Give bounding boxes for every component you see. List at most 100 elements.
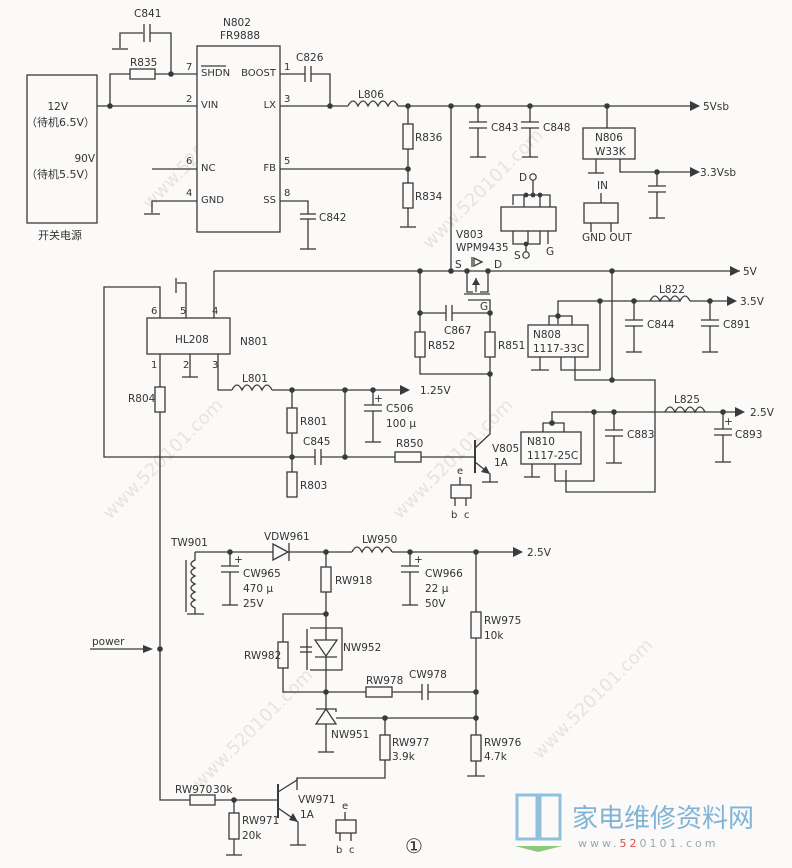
rw977-resistor <box>379 734 391 761</box>
watermark-text: www.520101.com <box>189 665 318 794</box>
n802-pin-name: SS <box>263 195 276 206</box>
vw971-pkg-e: e <box>342 801 348 812</box>
c843-label: C843 <box>491 122 518 134</box>
nw952-led <box>313 639 339 658</box>
v805-pkg-e: e <box>457 466 463 477</box>
n802-ic <box>196 45 281 233</box>
mosfet-pkg-g: G <box>546 246 554 258</box>
c848-label: C848 <box>543 122 570 134</box>
n802-pin-name: BOOST <box>241 68 277 79</box>
c891-label: C891 <box>723 319 750 331</box>
rail-5v: 5V <box>743 266 758 278</box>
rail-2v5-b: 2.5V <box>527 547 552 559</box>
r803-resistor <box>286 471 298 498</box>
cw966-label: CW966 <box>425 568 463 580</box>
r852-label: R852 <box>428 340 455 352</box>
rw975-resistor <box>470 611 482 639</box>
r834-label: R834 <box>415 191 443 203</box>
rw975-value: 10k <box>484 630 504 642</box>
c845-label: C845 <box>303 436 330 448</box>
logo-cn-text: 家电维修资料网 <box>572 804 754 834</box>
c867-label: C867 <box>444 325 471 337</box>
n808-part: 1117-33C <box>533 343 584 355</box>
l801-inductor <box>231 384 273 392</box>
ps-out2-label: 90V <box>74 153 95 165</box>
book-icon <box>515 793 539 841</box>
ps-out2-standby: （待机5.5V） <box>26 167 95 181</box>
n801-pin: 2 <box>183 360 189 371</box>
logo-url-red: 52 <box>619 837 639 850</box>
l822-label: L822 <box>659 284 685 296</box>
vw971-package <box>335 819 357 834</box>
r851-label: R851 <box>498 340 525 352</box>
c893-plus: + <box>724 416 733 428</box>
n806-package <box>583 202 619 224</box>
rw971-resistor <box>228 812 240 840</box>
l806-inductor <box>347 100 399 108</box>
n806-ref: N806 <box>595 132 623 144</box>
c893-label: C893 <box>735 429 762 441</box>
cw965-value2: 25V <box>243 598 264 610</box>
v805-pkg-b: b <box>451 510 457 521</box>
n806-pin-in: IN <box>597 180 608 192</box>
n801-pin: 3 <box>212 360 218 371</box>
vdw961-label: VDW961 <box>264 531 310 543</box>
nw951-zener <box>314 707 338 725</box>
mosfet-package <box>500 206 557 232</box>
nw951-label: NW951 <box>331 729 369 741</box>
figure-number: ① <box>405 834 423 858</box>
rw978-resistor <box>365 686 393 698</box>
n802-pin-num: 3 <box>284 94 290 105</box>
rw982-label: RW982 <box>244 650 281 662</box>
n806-ic <box>582 127 636 160</box>
logo-url: www.520101.com <box>578 837 718 850</box>
r835-label: R835 <box>130 57 157 69</box>
r801-label: R801 <box>300 416 327 428</box>
n801-pin: 6 <box>151 306 157 317</box>
rw976-value: 4.7k <box>484 751 508 763</box>
rw978-label: RW978 <box>366 675 403 687</box>
r850-label: R850 <box>396 438 423 450</box>
n801-ref: N801 <box>240 336 268 348</box>
tw901-label: TW901 <box>170 537 208 549</box>
rw977-value: 3.9k <box>392 751 416 763</box>
r804-label: R804 <box>128 393 156 405</box>
n802-pin-name: VIN <box>201 100 218 111</box>
r850-resistor <box>394 451 422 463</box>
n802-pin-name: FB <box>263 163 276 174</box>
lw950-inductor <box>351 546 393 554</box>
rw977-label: RW977 <box>392 737 429 749</box>
cw965-plus: + <box>234 554 243 566</box>
r851-resistor <box>484 331 496 358</box>
n801-pin: 1 <box>151 360 157 371</box>
rail-5vsb: 5Vsb <box>703 101 729 113</box>
mosfet-pkg-d: D <box>519 172 527 184</box>
n806-part: W33K <box>595 146 627 158</box>
v805-value: 1A <box>494 457 509 469</box>
vw971-pkg-c: c <box>349 845 355 856</box>
c844-label: C844 <box>647 319 675 331</box>
lw950-label: LW950 <box>362 534 397 546</box>
cw966-value1: 22 µ <box>425 583 449 595</box>
vdw961-diode <box>272 542 290 562</box>
r852-resistor <box>414 331 426 358</box>
n802-pin-num: 8 <box>284 188 290 199</box>
r835-resistor <box>129 68 156 80</box>
r803-label: R803 <box>300 480 327 492</box>
c826-label: C826 <box>296 52 324 64</box>
site-logo: 家电维修资料网 www.520101.com <box>515 793 754 852</box>
c506-plus: + <box>374 393 383 405</box>
power-supply-box <box>26 74 98 224</box>
ps-out1-standby: （待机6.5V） <box>26 115 95 129</box>
c883-label: C883 <box>627 429 654 441</box>
rw971-label: RW971 <box>242 815 279 827</box>
n801-ic <box>146 317 231 355</box>
n801-part: HL208 <box>175 334 209 346</box>
l822-inductor <box>649 295 691 303</box>
rw970-value: 30k <box>213 784 233 796</box>
n801-pin: 5 <box>180 306 186 317</box>
l825-label: L825 <box>674 394 700 406</box>
vw971-pkg-b: b <box>336 845 342 856</box>
